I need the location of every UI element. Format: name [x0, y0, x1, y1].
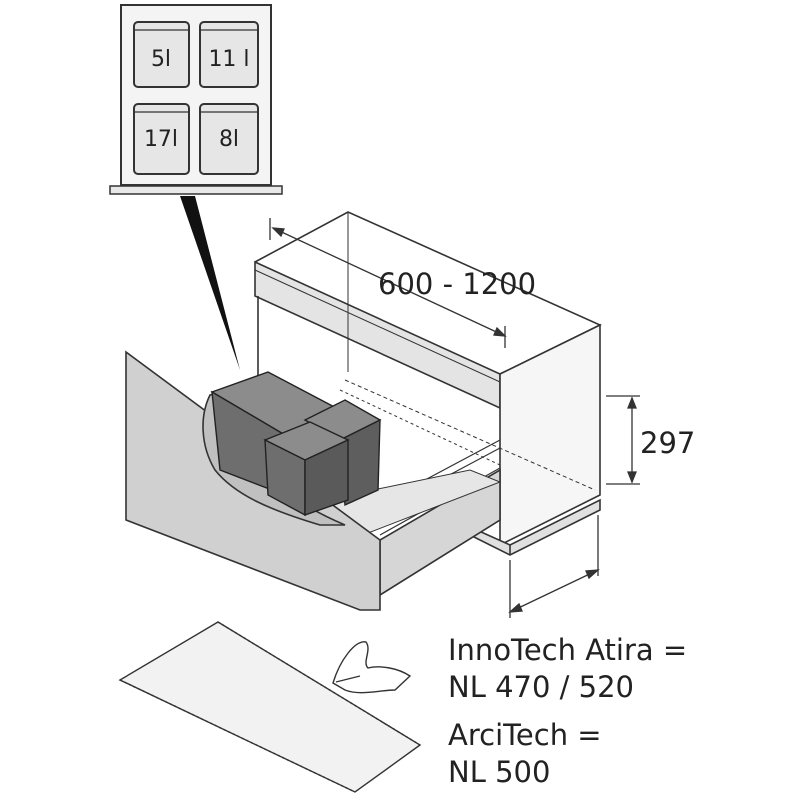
bins-frame-base	[109, 185, 283, 195]
dimension-depth	[508, 515, 600, 618]
bin-11l: 11 l	[199, 21, 259, 88]
dimension-width	[269, 218, 507, 348]
dimension-height	[606, 395, 640, 485]
bin-11l-label: 11 l	[208, 47, 249, 72]
bin-17l-label: 17l	[144, 127, 178, 152]
dimension-height-label: 297	[640, 426, 695, 460]
note-line-3: ArciTech =	[448, 718, 602, 752]
note-line-4: NL 500	[448, 755, 551, 789]
dimension-width-label: 600 - 1200	[378, 267, 536, 301]
note-line-1: InnoTech Atira =	[448, 633, 688, 667]
bins-in-drawer	[210, 371, 382, 517]
cabinet	[254, 211, 602, 556]
bin-5l-label: 5l	[151, 47, 171, 72]
bin-8l: 8l	[199, 103, 259, 175]
hand-icon	[332, 641, 412, 694]
bin-8l-label: 8l	[219, 127, 239, 152]
callout-pointer	[180, 196, 240, 370]
bin-5l: 5l	[133, 21, 190, 88]
bins-top-view: 5l 11 l 17l 8l	[109, 4, 283, 195]
note-line-2: NL 470 / 520	[448, 670, 634, 704]
liner-mat	[118, 621, 422, 793]
bin-17l: 17l	[133, 103, 190, 175]
